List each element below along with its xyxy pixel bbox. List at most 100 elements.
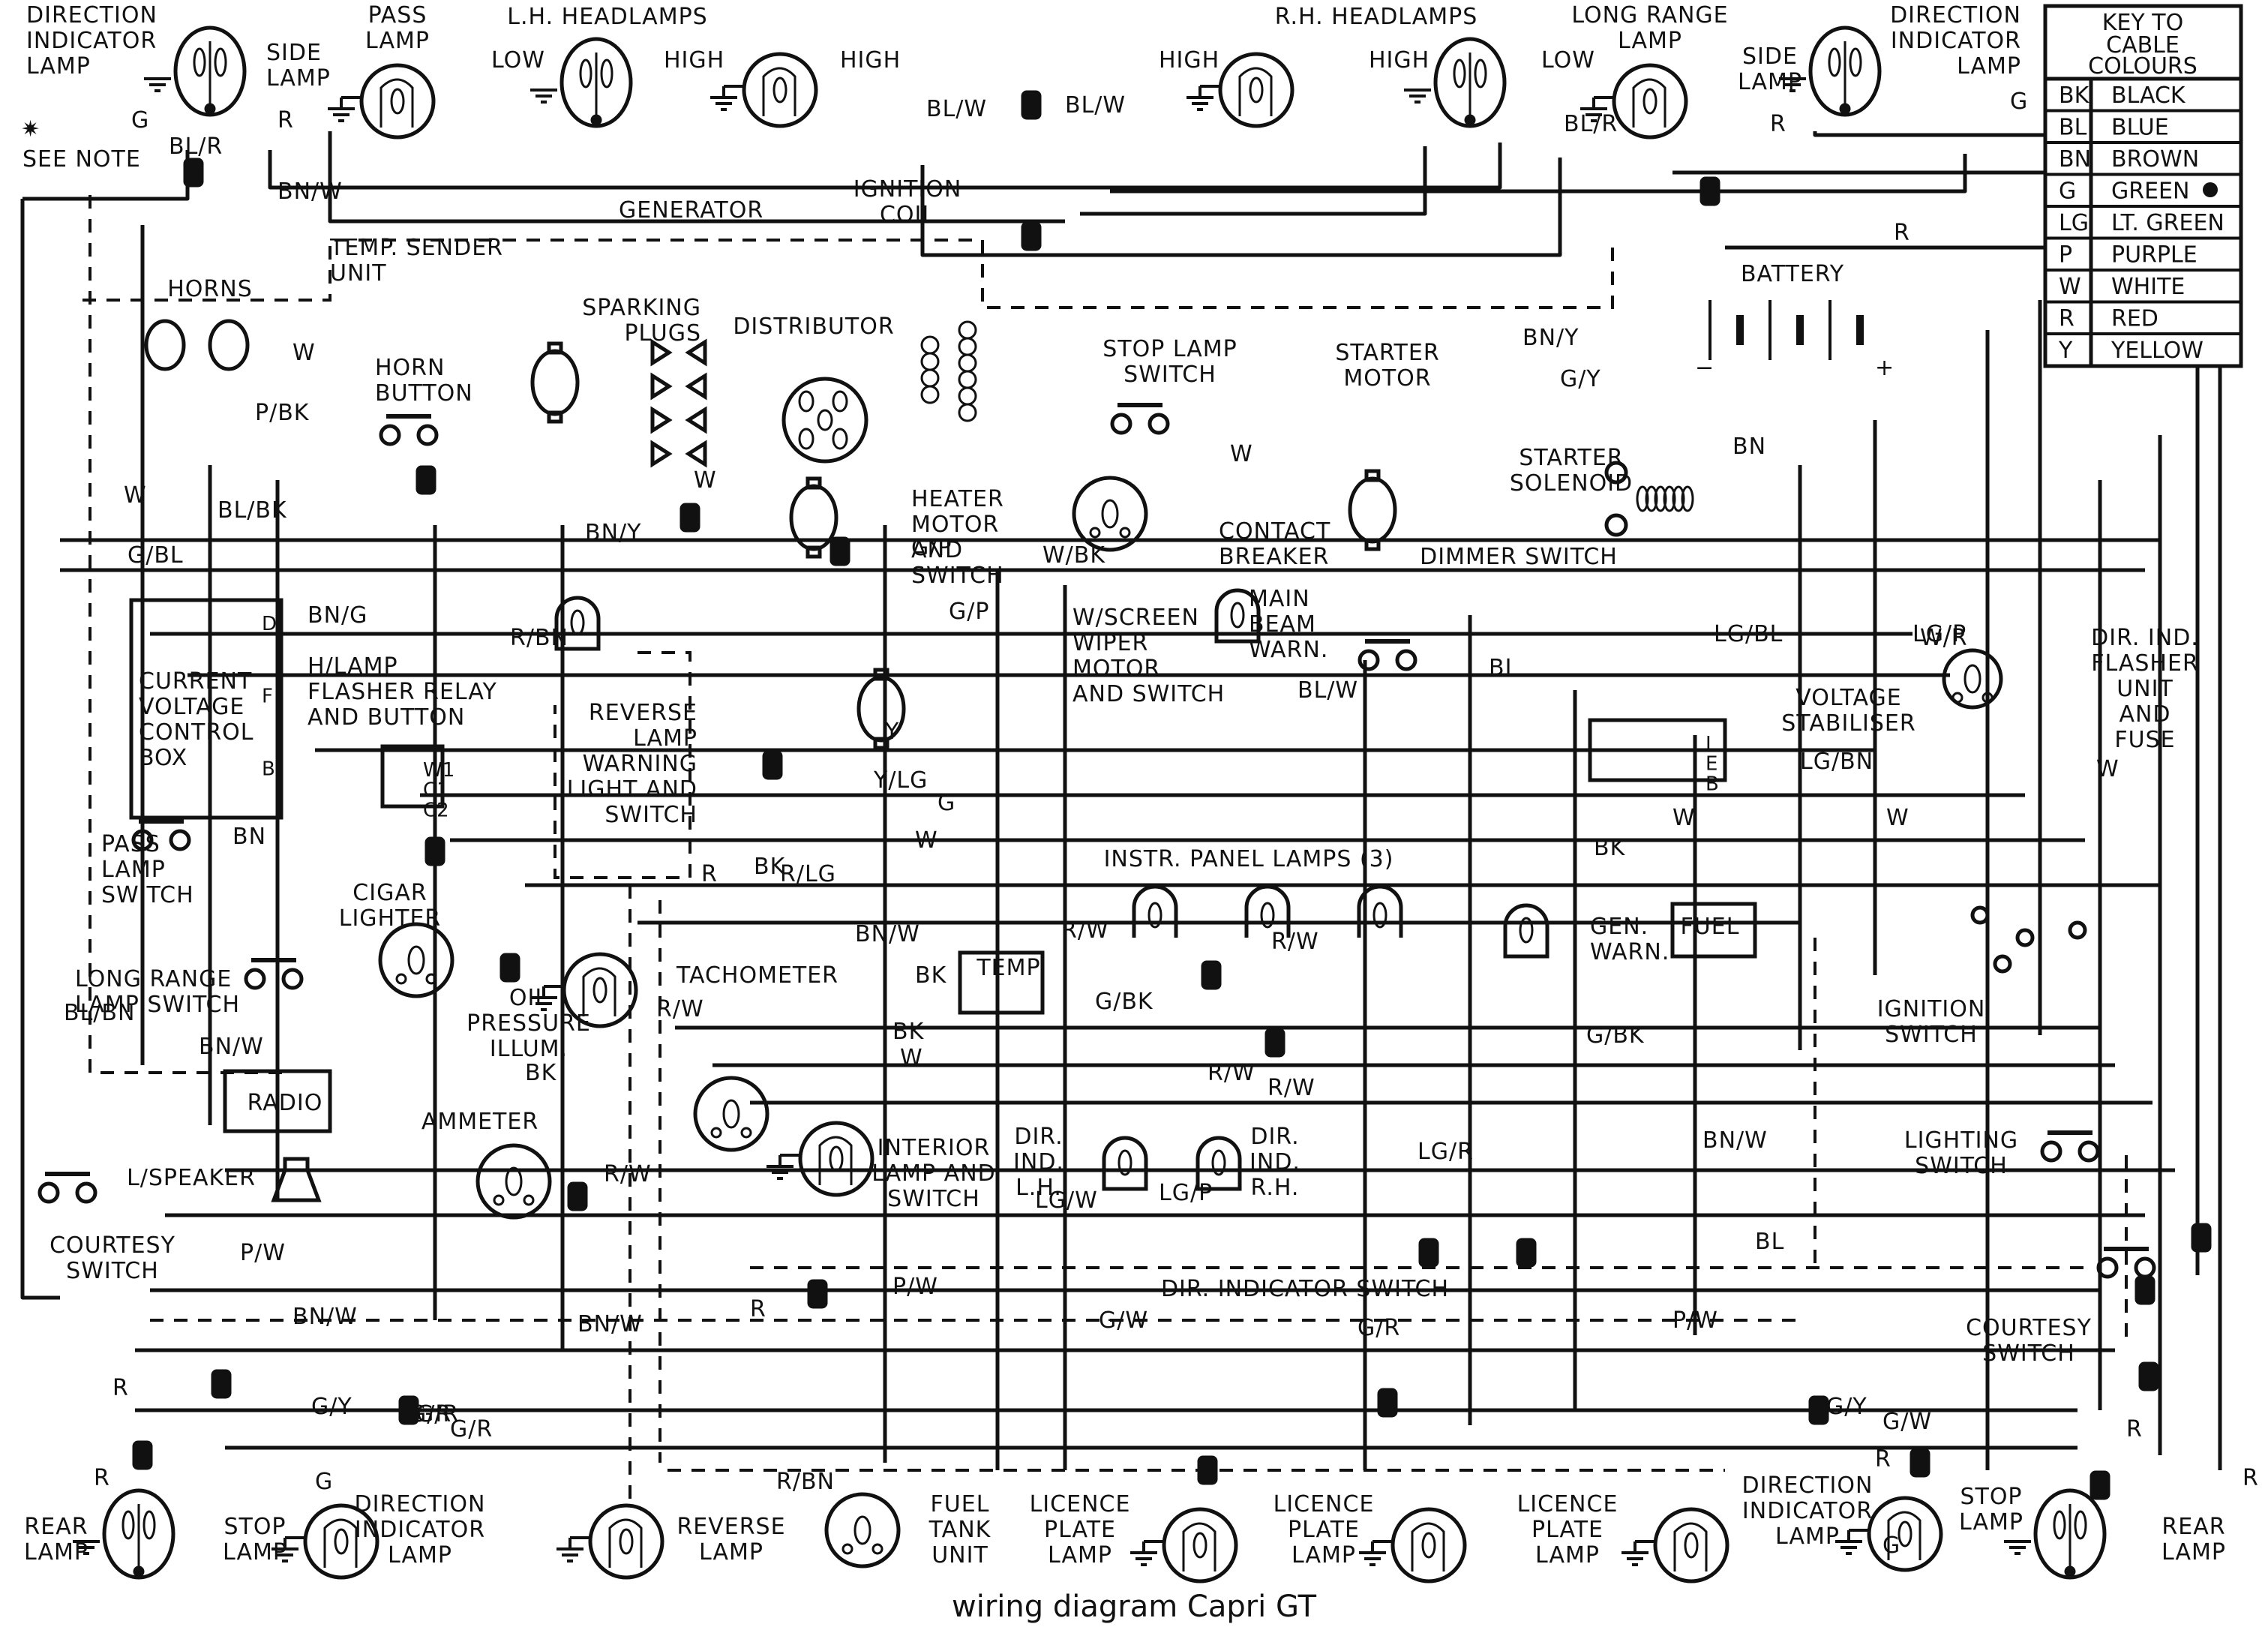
- ignition-coil-label: IGNITION: [854, 176, 962, 203]
- cable-tag: BN/W: [1702, 1127, 1768, 1154]
- wire: [328, 131, 1065, 224]
- voltage-stabiliser-terminal: B: [1706, 773, 1719, 795]
- key-colour-name: WHITE: [2111, 274, 2185, 300]
- flasher-relay-label: FLASHER RELAY: [308, 679, 497, 705]
- gen-warn-label: GEN.: [1590, 914, 1648, 940]
- connector-icon: [2134, 1275, 2156, 1305]
- cable-tag: G/P: [911, 535, 952, 561]
- rh-headlamps-label: R.H. HEADLAMPS: [1275, 4, 1478, 30]
- flasher-unit-label: UNIT: [2116, 676, 2174, 702]
- pass-lamp-switch-label: LAMP: [101, 857, 166, 883]
- connector-icon: [807, 1279, 828, 1309]
- radio-label: RADIO: [248, 1090, 323, 1116]
- control-box-label: CURRENT: [139, 668, 252, 695]
- flasher-unit-label: AND: [2119, 701, 2170, 728]
- cable-tag: G/Y: [1826, 1394, 1868, 1420]
- cable-tag: BL: [1755, 1229, 1784, 1255]
- cable-tag: R: [278, 107, 294, 134]
- generator-label: GENERATOR: [619, 197, 764, 224]
- long-range-lamp-switch-label: LAMP SWITCH: [75, 992, 240, 1018]
- cable-tag: BK: [754, 854, 786, 880]
- key-colour-name: YELLOW: [2110, 338, 2204, 364]
- cable-tag: G/BK: [1095, 989, 1154, 1015]
- cable-tag: Y/LG: [873, 767, 928, 794]
- long-range-lamp-switch-label: LONG RANGE: [75, 966, 232, 992]
- connector-icon: [416, 465, 436, 495]
- wire: [20, 199, 60, 1300]
- control-box-terminal: B: [262, 758, 275, 780]
- lh-inner: HIGH: [710, 47, 900, 128]
- heater-motor-label: SWITCH: [911, 563, 1004, 589]
- stop-lamp-l-label: LAMP: [223, 1539, 287, 1565]
- cable-tag: G/Y: [311, 1394, 352, 1420]
- loudspeaker-label: L/SPEAKER: [127, 1165, 256, 1191]
- reverse-lamp-warning-label: LIGHT AND: [567, 776, 698, 803]
- dir-ind-lamp-lf-label: DIRECTION: [26, 2, 158, 29]
- wire: [1110, 154, 1967, 194]
- cable-tag: G/BK: [1586, 1022, 1645, 1049]
- wire: [268, 143, 1502, 190]
- cable-tag: BN: [1732, 434, 1766, 460]
- horn-button-label: BUTTON: [375, 380, 473, 407]
- cable-tag: BN/G: [308, 602, 368, 629]
- voltage-stabiliser-terminal: E: [1706, 753, 1718, 776]
- lighting-switch-label: SWITCH: [1915, 1153, 2008, 1179]
- cable-tag: BK: [525, 1060, 557, 1086]
- components: DIRECTIONINDICATORLAMPSIDELAMPPASSLAMPL.…: [24, 2, 2225, 1583]
- key-colour-name: RED: [2111, 306, 2158, 332]
- see-note-label: SEE NOTE: [22, 146, 141, 173]
- licence-lamp-2-label: LICENCE: [1274, 1491, 1375, 1517]
- cable-tag: G/W: [1099, 1307, 1148, 1334]
- reverse-lamp-warning-label: SWITCH: [604, 802, 698, 828]
- rh-inner: HIGH: [1159, 47, 1294, 128]
- cable-tag: LG/BN: [1800, 749, 1874, 775]
- lh-headlamps: L.H. HEADLAMPS: [507, 4, 707, 30]
- long-range-lamp-label: LAMP: [1618, 28, 1682, 54]
- flasher-relay-terminal: C2: [423, 799, 449, 821]
- cable-tag: G: [315, 1469, 333, 1495]
- long-range-lamp-label: LONG RANGE: [1571, 2, 1728, 29]
- main-beam-warn-label: WARN.: [1249, 637, 1328, 663]
- temp-gauge: TEMP: [958, 950, 1045, 1015]
- oil-pressure-label: PRESSURE: [466, 1010, 591, 1037]
- voltage-stabiliser-terminal: I: [1706, 733, 1712, 755]
- key-code: P: [2059, 242, 2072, 269]
- flasher-relay-label: AND BUTTON: [308, 704, 465, 731]
- cigar-lighter-label: CIGAR: [352, 880, 427, 906]
- dir-ind-lamp-lr-label: DIRECTION: [355, 1491, 486, 1517]
- lh-headlamps-label: L.H. HEADLAMPS: [507, 4, 707, 30]
- cable-tag: G: [938, 790, 956, 816]
- key-colour-name: BLACK: [2111, 83, 2186, 109]
- dir-ind-lh-label: IND.: [1013, 1149, 1064, 1175]
- key-colour-name: BLUE: [2111, 115, 2169, 141]
- courtesy-switch-r-label: COURTESY: [1966, 1315, 2092, 1341]
- pass-lamp-switch-label: PASS: [101, 831, 160, 857]
- key-code: BL: [2059, 115, 2087, 141]
- control-box-label: CONTROL: [139, 719, 254, 746]
- licence-lamp-1-label: LICENCE: [1030, 1491, 1131, 1517]
- ammeter-label: AMMETER: [422, 1109, 538, 1135]
- cable-tag: G: [131, 107, 149, 134]
- dir-ind-lamp-lr-label: LAMP: [388, 1542, 452, 1568]
- sparking-plugs-label: SPARKING: [582, 295, 701, 321]
- connector-icon: [2191, 1223, 2212, 1253]
- wiper-motor-label: WIPER: [1072, 630, 1148, 656]
- temp-sender-label: TEMP. SENDER: [329, 235, 503, 261]
- reverse-lamp-warning-label: LAMP: [633, 725, 698, 752]
